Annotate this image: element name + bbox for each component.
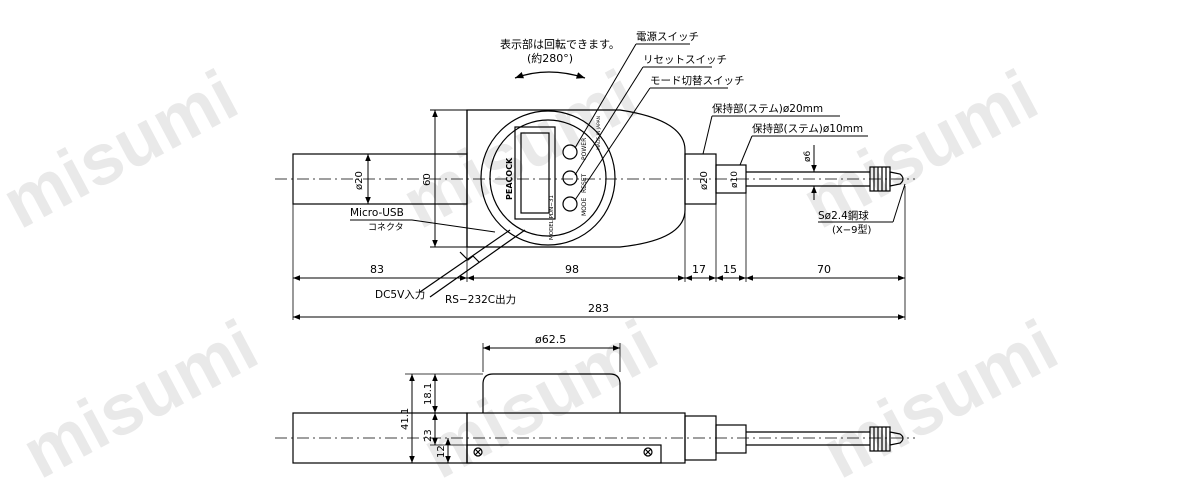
power-text: POWER [581, 138, 588, 160]
dim-d10: ø10 [730, 171, 740, 188]
ball-label: Sø2.4鋼球 [818, 209, 869, 222]
side-view [275, 373, 915, 464]
brand-logo: PEACOCK [505, 157, 514, 200]
dim-70: 70 [817, 263, 831, 276]
mode-text: MODE [581, 197, 588, 216]
usb-sublabel: コネクタ [368, 222, 404, 233]
rotation-angle: (約280°) [527, 51, 573, 65]
stem10-label: 保持部(ステム)ø10mm [752, 122, 863, 135]
ball-sublabel: (X−9型) [832, 223, 871, 236]
dim-283: 283 [588, 302, 609, 315]
display-face [489, 119, 607, 237]
dc-input-label: DC5V入力 [375, 288, 425, 301]
watermark-1: misumi [0, 55, 250, 244]
side-view-labels: ø62.5 41.1 18.1 23 12 [400, 333, 621, 464]
dim-d625: ø62.5 [535, 333, 566, 346]
contact-point [889, 171, 904, 187]
watermark-6: misumi [810, 305, 1070, 494]
dim-d20-left: ø20 [354, 171, 365, 190]
mode-button[interactable] [562, 196, 578, 212]
made-in-text: MADE IN JAPAN [596, 116, 602, 150]
dim-98: 98 [565, 263, 579, 276]
top-view [275, 109, 915, 298]
dim-12: 12 [436, 445, 447, 458]
dim-181: 18.1 [423, 383, 434, 405]
top-view-labels: 表示部は回転できます。 (約280°) 電源スイッチ リセットスイッチ モード切… [292, 30, 906, 320]
screw-left [473, 447, 483, 457]
dim-d6: ø6 [803, 150, 813, 162]
rotation-arrow-icon [514, 71, 586, 79]
reset-text: RESET [581, 173, 588, 193]
dim-17: 17 [692, 263, 706, 276]
reset-button[interactable] [562, 170, 578, 186]
dim-83: 83 [370, 263, 384, 276]
rs232-label: RS−232C出力 [445, 293, 516, 306]
reset-switch-label: リセットスイッチ [643, 54, 727, 66]
side-display-head [482, 373, 621, 413]
watermark-2: misumi [390, 55, 650, 244]
dim-15: 15 [723, 263, 737, 276]
lcd-window [514, 126, 556, 220]
side-stem-d10 [715, 424, 747, 454]
power-switch-label: 電源スイッチ [636, 30, 699, 43]
model-text: MODEL PDN−31 [549, 195, 555, 240]
screw-right [643, 447, 653, 457]
power-button[interactable] [562, 144, 578, 160]
dim-d20-right: ø20 [699, 171, 710, 190]
display-bezel [480, 110, 616, 246]
dim-411: 41.1 [400, 408, 411, 430]
stem20-label: 保持部(ステム)ø20mm [712, 102, 823, 115]
watermark-4: misumi [10, 305, 270, 494]
dim-60: 60 [422, 173, 433, 186]
dim-23: 23 [423, 429, 434, 442]
rotation-note: 表示部は回転できます。 [500, 37, 620, 51]
mode-switch-label: モード切替スイッチ [650, 74, 745, 87]
usb-label: Micro-USB [350, 207, 404, 219]
